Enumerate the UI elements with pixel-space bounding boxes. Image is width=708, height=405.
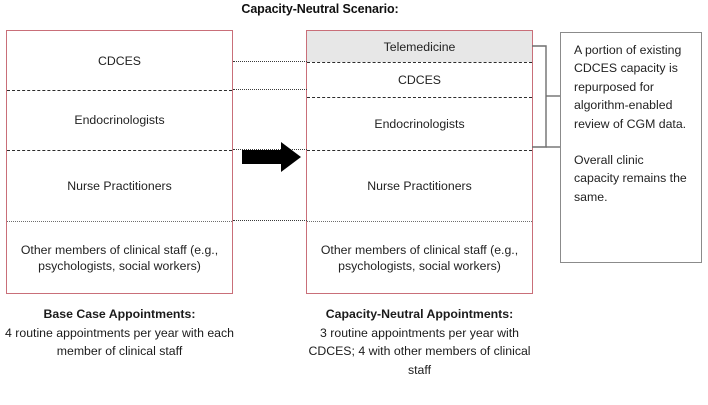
capacity-neutral-box: Telemedicine CDCES Endocrinologists Nurs… [306,30,533,294]
base-case-band-endocrinologists: Endocrinologists [7,90,232,150]
right-arrow-icon [241,140,303,174]
band-label: Telemedicine [383,39,456,54]
capacity-band-telemedicine: Telemedicine [307,31,532,62]
capacity-band-endocrinologists: Endocrinologists [307,97,532,150]
page-title: Capacity-Neutral Scenario: [241,2,399,16]
capacity-band-other-staff: Other members of clinical staff (e.g., p… [307,221,532,294]
band-label: CDCES [97,53,142,68]
capacity-caption-body: 3 routine appointments per year with CDC… [308,325,531,377]
band-label: Endocrinologists [374,116,465,131]
capacity-divider-2 [307,97,532,98]
base-case-band-nurse-practitioners: Nurse Practitioners [7,150,232,221]
callout-note-box: A portion of existing CDCES capacity is … [560,32,702,263]
base-case-divider-3 [7,221,232,222]
base-case-caption: Base Case Appointments: 4 routine appoin… [4,305,235,361]
base-case-caption-body: 4 routine appointments per year with eac… [5,325,234,359]
band-label: Nurse Practitioners [367,178,472,193]
band-label: Endocrinologists [74,113,165,127]
base-case-band-other-staff: Other members of clinical staff (e.g., p… [7,221,232,294]
band-label: Nurse Practitioners [67,178,172,193]
callout-paragraph-1: A portion of existing CDCES capacity is … [574,43,687,131]
alignment-line-cdces-bottom [233,89,307,90]
callout-bracket-icon [532,44,562,149]
alignment-line-endocrinologists [233,149,307,150]
callout-spacer [574,133,692,151]
capacity-band-nurse-practitioners: Nurse Practitioners [307,150,532,221]
base-case-divider-2 [7,150,232,151]
capacity-band-cdces: CDCES [307,62,532,97]
capacity-divider-3 [307,150,532,151]
alignment-line-nurse-practitioners [233,220,307,221]
alignment-line-cdces-top [233,61,307,62]
band-label: CDCES [397,72,442,87]
band-label: Other members of clinical staff (e.g., p… [320,242,519,273]
capacity-neutral-caption: Capacity-Neutral Appointments: 3 routine… [296,305,543,379]
capacity-divider-4 [307,221,532,222]
base-case-band-cdces: CDCES [7,31,232,90]
capacity-divider-1 [307,62,532,63]
band-label: Other members of clinical staff (e.g., p… [20,242,219,273]
capacity-caption-heading: Capacity-Neutral Appointments: [325,307,514,321]
base-case-divider-1 [7,90,232,91]
callout-paragraph-2: Overall clinic capacity remains the same… [574,153,687,204]
base-case-caption-heading: Base Case Appointments: [43,307,196,321]
base-case-capacity-box: CDCES Endocrinologists Nurse Practitione… [6,30,233,294]
